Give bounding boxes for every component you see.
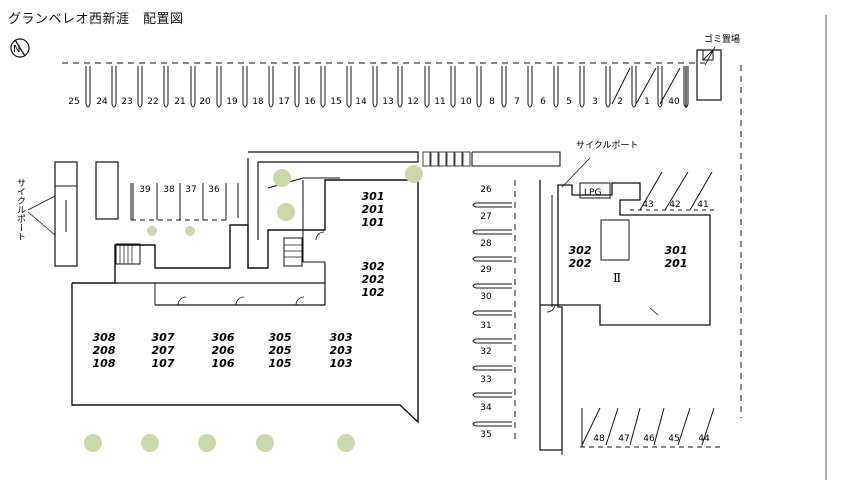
parking-space-label: 8 — [489, 97, 495, 107]
parking-space-label: 38 — [163, 185, 175, 195]
parking-space-label: 46 — [643, 434, 655, 444]
unit-number: 207 — [152, 344, 175, 357]
unit-number: 205 — [269, 344, 292, 357]
parking-space-label: 16 — [304, 97, 316, 107]
unit-number: 101 — [362, 216, 385, 229]
parking-space-label: 27 — [480, 212, 491, 222]
parking-bottom-right-row: 48 47 46 45 44 — [581, 407, 715, 447]
north-label: N — [13, 44, 20, 55]
unit-number: 107 — [152, 357, 175, 370]
parking-space-label: 31 — [480, 321, 491, 331]
parking-right-top-row: 43 42 41 — [630, 171, 715, 211]
parking-space-label: 47 — [618, 434, 629, 444]
unit-number: 303 — [330, 331, 353, 344]
unit-number: 202 — [362, 273, 385, 286]
unit-number: 201 — [362, 203, 385, 216]
parking-space-label: 15 — [330, 97, 341, 107]
parking-space-label: 41 — [697, 200, 708, 210]
parking-space-label: 3 — [592, 97, 598, 107]
parking-space-label: 11 — [434, 97, 445, 107]
parking-space-label: 25 — [68, 97, 79, 107]
parking-space-label: 19 — [226, 97, 238, 107]
utility-boxes — [422, 151, 561, 167]
unit-number: 307 — [152, 331, 175, 344]
parking-space-label: 30 — [480, 292, 492, 302]
parking-space-label: 29 — [480, 265, 492, 275]
parking-space-label: 24 — [96, 97, 108, 107]
parking-space-label: 44 — [698, 434, 710, 444]
unit-number: 206 — [212, 344, 235, 357]
parking-space-label: 33 — [480, 375, 491, 385]
parking-space-label: 37 — [185, 185, 196, 195]
building-2: LPG サイクルポート Ⅱ — [539, 140, 711, 451]
parking-space-label: 2 — [617, 97, 623, 107]
parking-space-label: 40 — [668, 97, 680, 107]
unit-number: 105 — [269, 357, 292, 370]
unit-number: 202 — [569, 257, 592, 270]
parking-space-label: 10 — [460, 97, 472, 107]
unit-number: 301 — [362, 190, 385, 203]
unit-number: 302 — [569, 244, 592, 257]
unit-number: 208 — [93, 344, 116, 357]
unit-number: 305 — [269, 331, 292, 344]
parking-space-label: 45 — [668, 434, 679, 444]
unit-number: 201 — [665, 257, 688, 270]
parking-space-label: 14 — [355, 97, 367, 107]
parking-space-label: 39 — [139, 185, 151, 195]
parking-space-label: 23 — [121, 97, 132, 107]
parking-space-label: 17 — [278, 97, 289, 107]
garbage-area: ゴミ置場 — [696, 33, 740, 101]
parking-space-label: 7 — [514, 97, 520, 107]
unit-labels: 3012011013022021023082081083072071073062… — [93, 190, 688, 370]
parking-space-label: 35 — [480, 430, 491, 440]
right-cycle-port-label: サイクルポート — [576, 140, 639, 151]
garbage-area-label: ゴミ置場 — [704, 33, 740, 45]
left-cycle-port-label: サイクルポート — [15, 178, 26, 241]
parking-space-label: 43 — [642, 200, 653, 210]
parking-space-label: 13 — [382, 97, 393, 107]
left-cycle-port: サイクルポート — [15, 161, 119, 267]
lpg-label: LPG — [584, 188, 601, 198]
parking-space-label: 1 — [644, 97, 650, 107]
parking-space-label: 26 — [480, 185, 492, 195]
parking-space-label: 6 — [540, 97, 546, 107]
unit-number: 301 — [665, 244, 688, 257]
parking-space-label: 42 — [669, 200, 680, 210]
page-title: グランベレオ西新涯 配置図 — [8, 12, 184, 27]
parking-space-label: 21 — [174, 97, 185, 107]
unit-number: 308 — [93, 331, 116, 344]
north-arrow-icon: N — [10, 38, 30, 58]
parking-space-label: 5 — [566, 97, 572, 107]
unit-number: 102 — [362, 286, 385, 299]
unit-number: 103 — [330, 357, 353, 370]
building-2-label: Ⅱ — [613, 271, 621, 285]
parking-space-label: 48 — [593, 434, 605, 444]
trees — [84, 165, 423, 452]
parking-space-label: 36 — [208, 185, 220, 195]
parking-space-label: 22 — [147, 97, 158, 107]
parking-space-label: 32 — [480, 347, 491, 357]
unit-number: 302 — [362, 260, 385, 273]
unit-number: 203 — [330, 344, 353, 357]
unit-number: 306 — [212, 331, 235, 344]
unit-number: 108 — [93, 357, 116, 370]
parking-space-label: 28 — [480, 239, 492, 249]
parking-space-label: 12 — [407, 97, 418, 107]
parking-space-label: 34 — [480, 403, 492, 413]
parking-space-label: 18 — [252, 97, 264, 107]
parking-space-label: 20 — [199, 97, 211, 107]
main-building — [71, 151, 419, 424]
parking-right-column: 26 27 28 29 30 31 32 33 34 35 — [472, 185, 512, 440]
unit-number: 106 — [212, 357, 235, 370]
parking-mid-row: 39 38 37 36 — [132, 183, 239, 220]
